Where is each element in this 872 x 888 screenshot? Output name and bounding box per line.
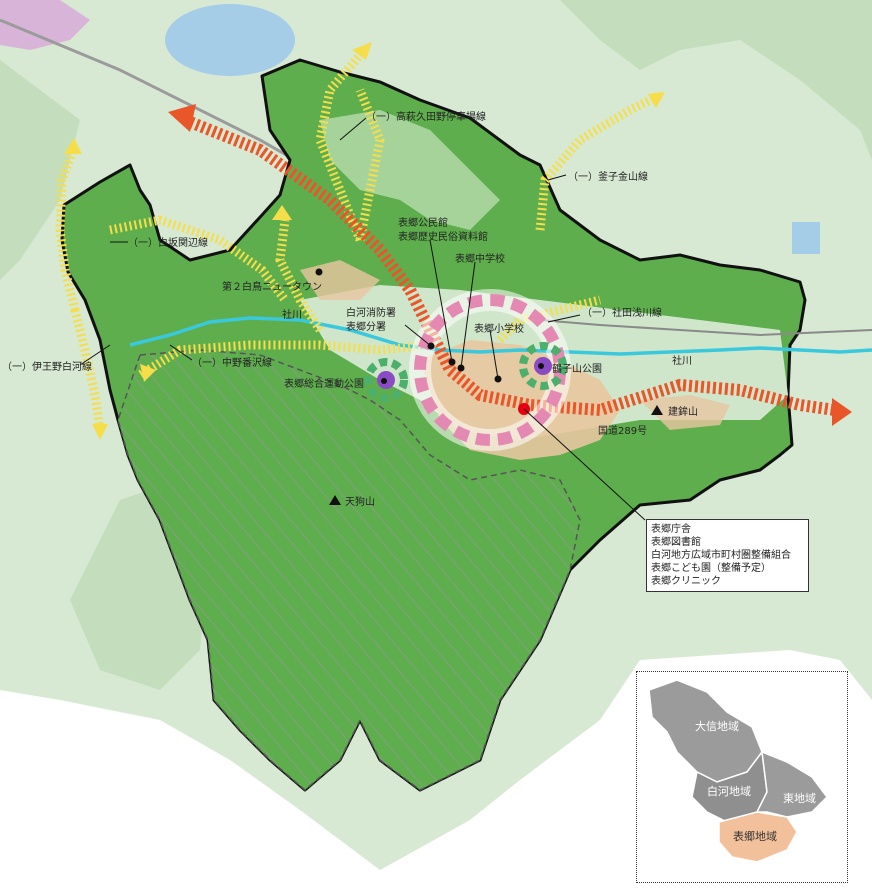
label-tsurukoyama-park: 鶴子山公園 [552,362,602,375]
label-kominkan-1: 表郷公民館 [398,216,448,229]
facility-info-box: 表郷庁舎 表郷図書館 白河地方広域市町村圏整備組合 表郷こども園（整備予定） 表… [646,519,809,592]
northwest-town [0,0,90,50]
tsurukoyama-park-ring [519,342,567,390]
prefectural-routes [55,52,663,431]
inset-region-omote [718,811,798,863]
info-item: 表郷こども園（整備予定） [651,563,771,574]
locator-map: 大信地域 白河地域 東地域 表郷地域 [648,679,828,863]
tsurukoyama-park-marker [538,363,544,369]
main-development-axis [182,114,836,417]
route-arrowheads [64,42,665,440]
lake-east [792,222,820,254]
newtown-marker [315,268,323,276]
surrounding-forest-2 [0,60,80,280]
light-zone-north [320,110,500,230]
road-national [539,319,872,337]
label-river-left: 社川 [282,308,302,321]
axis-arrowhead-northwest [168,104,196,132]
kenboko-mountain-icon [651,405,663,415]
settlement-area-3 [640,395,730,430]
label-takahagi-route: （一）高萩久田野停車場線 [366,110,486,123]
label-tengu: 天狗山 [345,495,375,508]
label-inono-route: （一）伊王野白河線 [2,360,92,373]
axis-arrowhead-east [832,398,852,426]
label-river-right: 社川 [672,354,692,367]
label-elementary-school: 表郷小学校 [474,322,524,335]
label-newtown: 第２白鳥ニュータウン [222,280,322,293]
tengu-mountain-icon [329,495,341,505]
sports-park-ring [364,358,408,402]
label-fire-station-1: 白河消防署 [346,306,396,319]
info-item: 表郷図書館 [651,537,701,548]
inset-label-higashi: 東地域 [783,792,816,805]
info-item: 表郷庁舎 [651,524,691,535]
label-tazaki-route: （一）社田浅川線 [582,306,662,319]
inset-label-omote: 表郷地域 [733,829,777,843]
label-middle-school: 表郷中学校 [455,252,505,265]
label-sports-park: 表郷総合運動公園 [284,377,364,390]
label-fire-station-2: 表郷分署 [346,320,386,333]
locator-inset: 大信地域 白河地域 東地域 表郷地域 [636,671,848,883]
river-yashirogawa [129,316,872,356]
surrounding-forest-1 [380,0,872,160]
label-kenboko: 建鉾山 [668,405,698,418]
lake-north [165,4,295,76]
inset-region-higashi [755,750,828,818]
label-shirasaka-route: （一）白坂関辺線 [128,236,208,249]
label-kominkan-2: 表郷歴史民俗資料館 [398,230,488,243]
info-item: 表郷クリニック [651,576,721,587]
info-item: 白河地方広域市町村圏整備組合 [651,550,791,561]
inset-label-shirakawa: 白河地域 [707,784,751,798]
sports-park-marker [381,378,387,384]
protected-forest-area [117,349,581,791]
label-nakano-route: （一）中野番沢線 [192,356,272,369]
inset-label-taishin: 大信地域 [695,719,739,733]
label-kamako-route: （一）釜子金山線 [568,170,648,183]
leader-lines [79,117,646,521]
label-route289: 国道289号 [598,424,647,437]
